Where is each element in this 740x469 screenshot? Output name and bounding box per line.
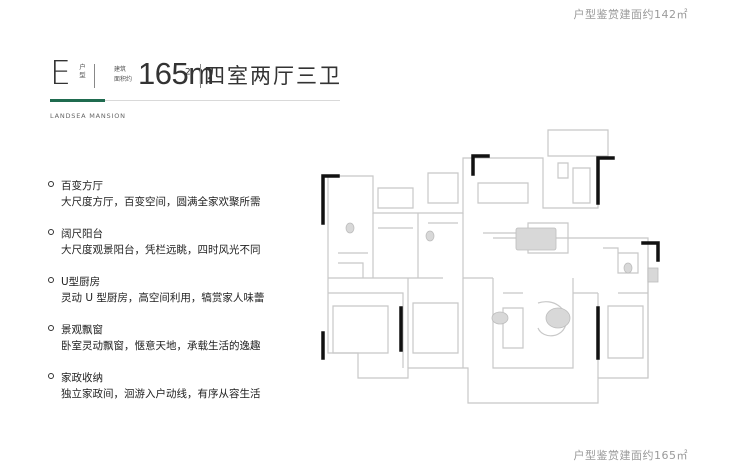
feature-item: 景观飘窗 卧室灵动飘窗，惬意天地，承载生活的逸趣	[48, 322, 288, 370]
feature-item: 阔尺阳台 大尺度观景阳台，凭栏远眺，四时风光不同	[48, 226, 288, 274]
feature-item: U型厨房 灵动 U 型厨房，高空间利用，犒赏家人味蕾	[48, 274, 288, 322]
area-label-sub: 面积约	[114, 76, 133, 83]
brand-name: LANDSEA MANSION	[50, 112, 126, 120]
bullet-circle-icon	[48, 325, 54, 331]
floor-plan-icon	[321, 129, 660, 404]
page-caption-top: 户型鉴赏建面约142㎡	[573, 8, 688, 21]
feature-description: 独立家政间，洄游入户动线，有序从容生活	[61, 388, 261, 400]
bullet-circle-icon	[48, 181, 54, 187]
feature-description: 大尺度观景阳台，凭栏远眺，四时风光不同	[61, 244, 261, 256]
bullet-circle-icon	[48, 229, 54, 235]
layout-title: 四室两厅三卫	[204, 64, 342, 88]
feature-description: 卧室灵动飘窗，惬意天地，承载生活的逸趣	[61, 340, 261, 352]
feature-description: 灵动 U 型厨房，高空间利用，犒赏家人味蕾	[61, 292, 265, 304]
unit-type-label: 户型	[79, 63, 86, 79]
header-accent-bar	[50, 99, 105, 102]
area-label: 建筑	[114, 66, 127, 73]
feature-item: 家政收纳 独立家政间，洄游入户动线，有序从容生活	[48, 370, 288, 418]
header-rule	[50, 100, 340, 101]
feature-title: U型厨房	[61, 276, 101, 288]
unit-header: E 户型 建筑 面积约 165m 2 四室两厅三卫	[50, 53, 340, 94]
bullet-circle-icon	[48, 373, 54, 379]
unit-type-letter: E	[50, 53, 71, 92]
area-unit-sup: 2	[185, 67, 191, 78]
feature-description: 大尺度方厅，百变空间，圆满全家欢聚所需	[61, 196, 261, 208]
area-value: 165m	[138, 56, 214, 91]
feature-title: 景观飘窗	[61, 324, 103, 336]
header-divider	[94, 64, 95, 88]
page-caption-bottom: 户型鉴赏建面约165㎡	[573, 449, 688, 462]
feature-list: 百变方厅 大尺度方厅，百变空间，圆满全家欢聚所需 阔尺阳台 大尺度观景阳台，凭栏…	[48, 178, 288, 418]
feature-title: 阔尺阳台	[61, 228, 103, 240]
feature-item: 百变方厅 大尺度方厅，百变空间，圆满全家欢聚所需	[48, 178, 288, 226]
feature-title: 百变方厅	[61, 180, 103, 192]
feature-title: 家政收纳	[61, 372, 103, 384]
header-divider-2	[200, 64, 201, 88]
area-unit: 2	[185, 66, 191, 85]
bullet-circle-icon	[48, 277, 54, 283]
